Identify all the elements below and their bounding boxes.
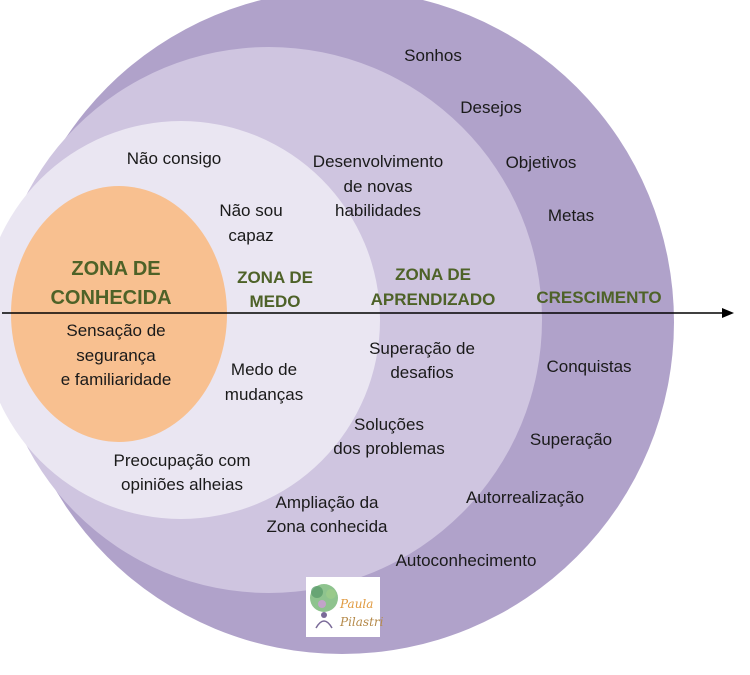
logo-text-2: Pilastri	[339, 615, 384, 629]
learning-zone-title: ZONA DE	[395, 265, 471, 284]
learning-item-superacao: Superação de	[369, 339, 475, 358]
known-item-3: e familiaridade	[61, 370, 172, 389]
learning-item-desenvolvimento-3: habilidades	[335, 201, 421, 220]
axis-arrow-head	[722, 308, 734, 318]
fear-item-nao-consigo: Não consigo	[127, 149, 222, 168]
learning-zone-title-2: APRENDIZADO	[371, 290, 496, 309]
growth-item-sonhos: Sonhos	[404, 46, 462, 65]
learning-item-ampliacao-2: Zona conhecida	[267, 517, 389, 536]
fear-zone-title: ZONA DE	[237, 268, 313, 287]
fear-item-medo-mudancas-2: mudanças	[225, 385, 303, 404]
fear-item-medo-mudancas: Medo de	[231, 360, 297, 379]
learning-item-desenvolvimento: Desenvolvimento	[313, 152, 443, 171]
growth-item-metas: Metas	[548, 206, 594, 225]
growth-item-conquistas: Conquistas	[546, 357, 631, 376]
known-item-2: segurança	[76, 346, 156, 365]
fear-item-preocupacao-2: opiniões alheias	[121, 475, 243, 494]
growth-item-objetivos: Objetivos	[506, 153, 577, 172]
learning-item-solucoes: Soluções	[354, 415, 424, 434]
learning-item-superacao-2: desafios	[390, 363, 453, 382]
learning-item-solucoes-2: dos problemas	[333, 439, 445, 458]
known-zone-title: ZONA DE	[71, 258, 160, 280]
growth-item-desejos: Desejos	[460, 98, 521, 117]
learning-item-ampliacao: Ampliação da	[275, 493, 379, 512]
fear-item-nao-sou-capaz-2: capaz	[228, 226, 273, 245]
learning-item-desenvolvimento-2: de novas	[344, 177, 413, 196]
fear-item-preocupacao: Preocupação com	[113, 451, 250, 470]
brand-logo: Paula Pilastri	[306, 577, 384, 637]
logo-text-1: Paula	[339, 597, 373, 611]
known-zone-title-2: CONHECIDA	[50, 287, 171, 309]
fear-item-nao-sou-capaz: Não sou	[219, 201, 282, 220]
known-item-1: Sensação de	[66, 321, 165, 340]
growth-item-superacao: Superação	[530, 430, 612, 449]
growth-item-autorrealizacao: Autorrealização	[466, 488, 584, 507]
growth-item-autoconhecimento: Autoconhecimento	[396, 551, 537, 570]
growth-zone-title: CRESCIMENTO	[536, 288, 661, 307]
known-zone-ellipse	[11, 186, 227, 442]
fear-zone-title-2: MEDO	[250, 292, 301, 311]
